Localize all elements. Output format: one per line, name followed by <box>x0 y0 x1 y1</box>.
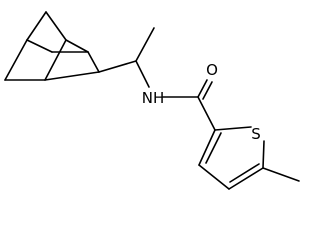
bond <box>198 129 216 166</box>
bond <box>87 51 100 73</box>
bond <box>197 79 208 98</box>
bond <box>98 60 137 73</box>
structure-canvas: O NH S <box>4 11 300 190</box>
bond <box>44 39 67 81</box>
bond <box>228 167 264 190</box>
bond <box>214 126 252 131</box>
bond <box>135 60 150 88</box>
bond <box>205 132 222 164</box>
bond <box>135 27 155 62</box>
bond <box>262 140 265 169</box>
bond <box>44 71 100 81</box>
bond <box>197 96 216 131</box>
molecule-diagram: O NH S <box>4 11 300 190</box>
bond <box>229 163 260 183</box>
sulfur-label: S <box>251 125 261 143</box>
bond <box>26 39 53 53</box>
bond <box>202 81 213 100</box>
bond <box>65 39 89 53</box>
bond <box>4 39 28 81</box>
amide-nh-label: NH <box>142 89 165 107</box>
bond <box>198 164 230 190</box>
bond <box>45 11 67 41</box>
bond <box>26 11 47 41</box>
label-layer: O NH S <box>142 61 261 143</box>
bond <box>262 167 300 182</box>
oxygen-label: O <box>206 61 218 79</box>
bond-layer <box>4 11 300 190</box>
